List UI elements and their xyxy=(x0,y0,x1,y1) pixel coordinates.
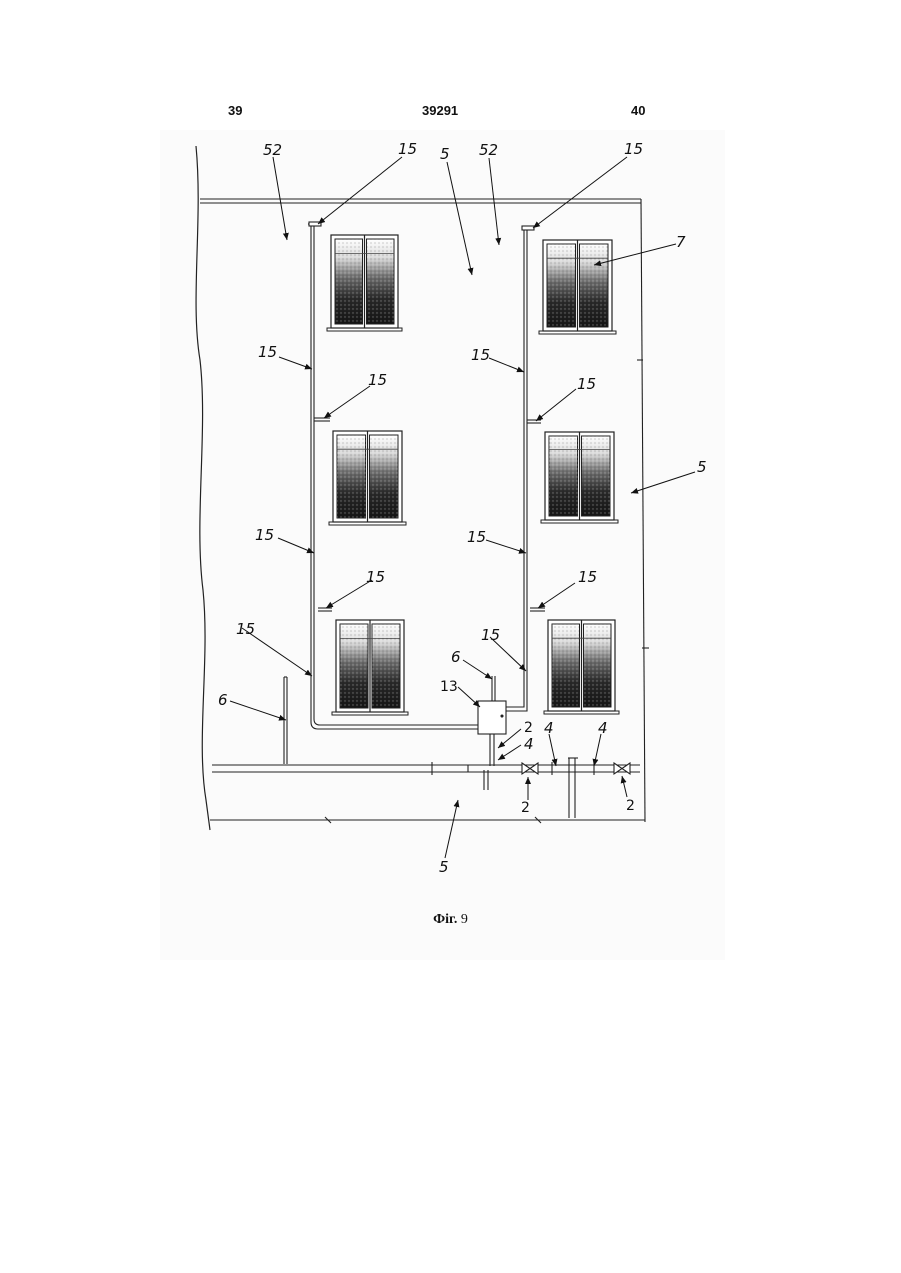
scan-area xyxy=(160,130,725,960)
label-4: 4 xyxy=(598,719,608,737)
window xyxy=(327,235,402,331)
label-5: 5 xyxy=(697,458,707,476)
label-15: 15 xyxy=(624,140,643,158)
label-5: 5 xyxy=(439,858,449,876)
label-15: 15 xyxy=(481,626,500,644)
label-52-right: 52 xyxy=(479,141,498,159)
label-2: 2 xyxy=(626,798,635,814)
label-15: 15 xyxy=(255,526,274,544)
window xyxy=(539,240,616,334)
label-52-left: 52 xyxy=(263,141,282,159)
label-15: 15 xyxy=(471,346,490,364)
label-15: 15 xyxy=(398,140,417,158)
label-13: 13 xyxy=(440,679,458,695)
window xyxy=(541,432,618,523)
label-15: 15 xyxy=(236,620,255,638)
label-15: 15 xyxy=(577,375,596,393)
caption-number: 9 xyxy=(461,912,468,927)
label-2: 2 xyxy=(521,800,530,816)
label-5: 5 xyxy=(440,145,450,163)
label-6: 6 xyxy=(451,648,461,666)
label-15: 15 xyxy=(258,343,277,361)
window xyxy=(329,431,406,525)
label-7: 7 xyxy=(676,233,686,251)
label-15: 15 xyxy=(467,528,486,546)
caption-prefix: Фіг. xyxy=(433,912,457,927)
label-4: 4 xyxy=(544,719,554,737)
label-2: 2 xyxy=(524,720,533,736)
label-15: 15 xyxy=(578,568,597,586)
window xyxy=(332,620,408,715)
figure-caption: Фіг. 9 xyxy=(0,912,901,928)
window xyxy=(544,620,619,714)
label-4: 4 xyxy=(524,735,534,753)
label-15: 15 xyxy=(368,371,387,389)
label-6: 6 xyxy=(218,691,228,709)
label-15: 15 xyxy=(366,568,385,586)
